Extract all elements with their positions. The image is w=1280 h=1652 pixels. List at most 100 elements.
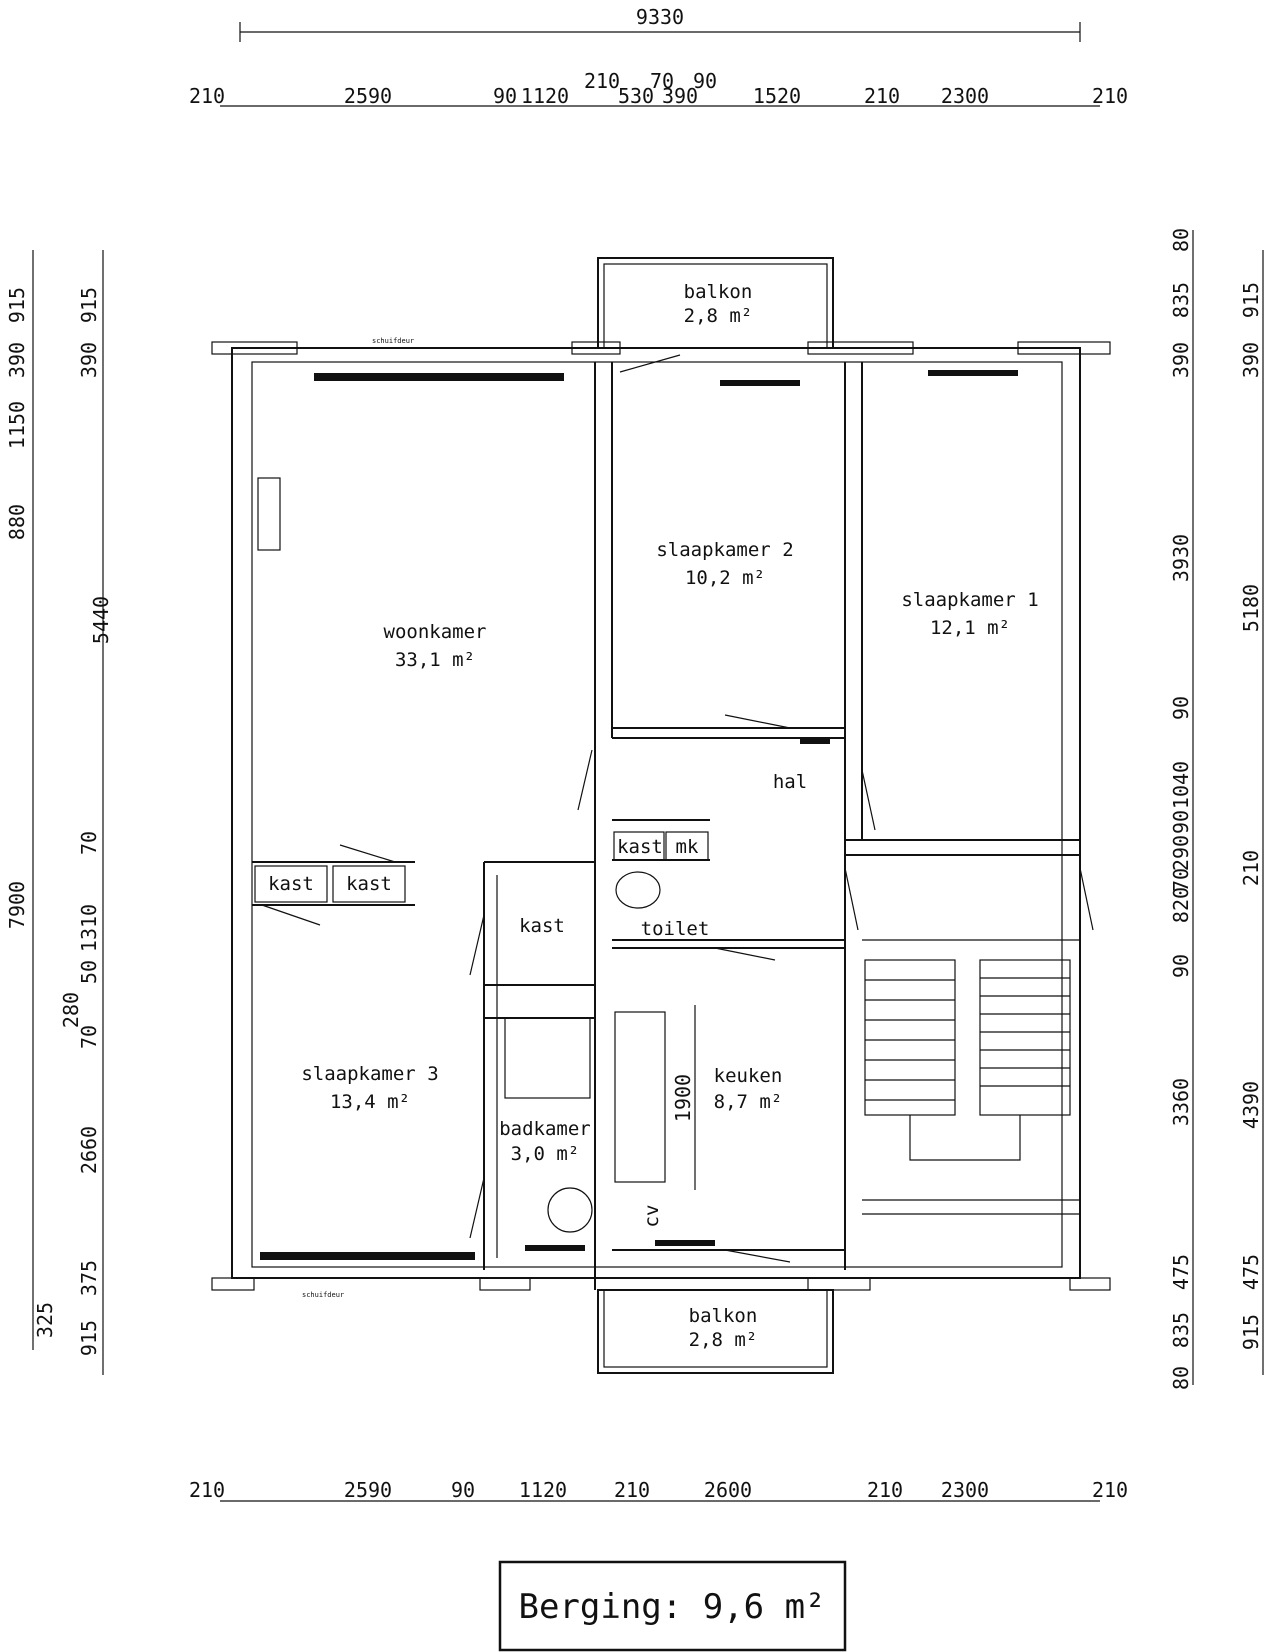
kitchen-counter xyxy=(614,1011,666,1183)
svg-text:210: 210 xyxy=(864,84,900,108)
balkon-top-area: 2,8 m² xyxy=(684,305,753,327)
bottom-dimension-chain: 210 2590 90 1120 210 2600 210 2300 210 xyxy=(189,1478,1128,1502)
svg-text:2590: 2590 xyxy=(344,84,392,108)
kast-label-3: kast xyxy=(617,836,663,858)
berging-box: Berging: 9,6 m² xyxy=(498,1560,847,1652)
svg-text:475: 475 xyxy=(1239,1254,1263,1290)
staircase xyxy=(864,959,1071,1161)
walls xyxy=(211,341,1111,1291)
windows: schuifdeur schuifdeur xyxy=(260,337,1018,1299)
svg-text:2600: 2600 xyxy=(704,1478,752,1502)
schuifdeur-bottom-label: schuifdeur xyxy=(302,1291,344,1299)
svg-text:7900: 7900 xyxy=(5,881,29,929)
slaapkamer2-area: 10,2 m² xyxy=(685,567,765,589)
svg-text:390: 390 xyxy=(1239,342,1263,378)
badkamer-name: badkamer xyxy=(499,1118,591,1140)
svg-text:390: 390 xyxy=(1169,342,1193,378)
svg-text:210: 210 xyxy=(1092,84,1128,108)
fixtures: 1900 xyxy=(257,477,696,1233)
kast-label-2: kast xyxy=(346,873,392,895)
svg-text:390: 390 xyxy=(77,342,101,378)
svg-text:375: 375 xyxy=(77,1260,101,1296)
ventilation-grille xyxy=(257,477,281,551)
cv-label: cv xyxy=(641,1205,663,1228)
svg-text:90: 90 xyxy=(693,69,717,93)
doors xyxy=(261,354,1094,1263)
svg-text:90: 90 xyxy=(451,1478,475,1502)
svg-text:475: 475 xyxy=(1169,1254,1193,1290)
svg-text:1120: 1120 xyxy=(519,1478,567,1502)
slaapkamer1-area: 12,1 m² xyxy=(930,617,1010,639)
svg-text:50: 50 xyxy=(77,960,101,984)
svg-text:80: 80 xyxy=(1169,228,1193,252)
svg-text:70: 70 xyxy=(77,831,101,855)
svg-text:820: 820 xyxy=(1169,887,1193,923)
svg-text:210: 210 xyxy=(867,1478,903,1502)
svg-text:210: 210 xyxy=(614,1478,650,1502)
svg-text:2300: 2300 xyxy=(941,84,989,108)
svg-text:70: 70 xyxy=(1169,868,1193,892)
svg-text:390: 390 xyxy=(5,342,29,378)
slaapkamer2-name: slaapkamer 2 xyxy=(656,539,793,561)
toilet-bowl xyxy=(615,871,661,909)
keuken-name: keuken xyxy=(714,1065,783,1087)
svg-text:4390: 4390 xyxy=(1239,1081,1263,1129)
kast-label-1: kast xyxy=(268,873,314,895)
svg-text:210: 210 xyxy=(1092,1478,1128,1502)
svg-text:90: 90 xyxy=(1169,696,1193,720)
svg-text:70: 70 xyxy=(77,1025,101,1049)
svg-text:90: 90 xyxy=(493,84,517,108)
svg-text:325: 325 xyxy=(33,1302,57,1338)
svg-text:915: 915 xyxy=(77,1320,101,1356)
keuken-area: 8,7 m² xyxy=(714,1091,783,1113)
schuifdeur-top-label: schuifdeur xyxy=(372,337,414,345)
svg-text:5440: 5440 xyxy=(89,596,113,644)
kitchen-dim-label: 1900 xyxy=(671,1074,695,1122)
svg-text:80: 80 xyxy=(1169,1366,1193,1390)
storage-boxes xyxy=(254,831,709,903)
badkamer-area: 3,0 m² xyxy=(511,1143,580,1165)
slaapkamer3-area: 13,4 m² xyxy=(330,1091,410,1113)
svg-text:210: 210 xyxy=(584,69,620,93)
balkon-bottom-name: balkon xyxy=(689,1305,758,1327)
svg-text:915: 915 xyxy=(5,287,29,323)
mk-label: mk xyxy=(676,836,699,858)
berging-label: Berging: 9,6 m² xyxy=(518,1587,825,1627)
svg-text:210: 210 xyxy=(189,84,225,108)
svg-text:70: 70 xyxy=(650,69,674,93)
svg-text:2660: 2660 xyxy=(77,1126,101,1174)
svg-text:5180: 5180 xyxy=(1239,584,1263,632)
washbasin xyxy=(547,1187,593,1233)
svg-text:1040: 1040 xyxy=(1169,761,1193,809)
toilet-label: toilet xyxy=(641,918,710,940)
shower-tray xyxy=(504,1017,591,1099)
svg-text:90: 90 xyxy=(1169,954,1193,978)
svg-text:1310: 1310 xyxy=(77,904,101,952)
svg-text:3360: 3360 xyxy=(1169,1078,1193,1126)
svg-text:1520: 1520 xyxy=(753,84,801,108)
svg-text:915: 915 xyxy=(77,287,101,323)
svg-text:915: 915 xyxy=(1239,1314,1263,1350)
right-inner-dimensions: 80 835 390 3930 90 1040 90 290 70 820 90… xyxy=(1169,228,1194,1390)
woonkamer-area: 33,1 m² xyxy=(395,649,475,671)
svg-text:530: 530 xyxy=(618,84,654,108)
svg-text:280: 280 xyxy=(59,992,83,1028)
kast-label-4: kast xyxy=(519,915,565,937)
woonkamer-name: woonkamer xyxy=(384,621,487,643)
balcony-bottom: balkon 2,8 m² xyxy=(597,1289,834,1374)
svg-text:290: 290 xyxy=(1169,835,1193,871)
left-inner-dimensions: 915 390 70 1310 50 280 70 2660 375 915 xyxy=(59,250,104,1375)
svg-text:915: 915 xyxy=(1239,282,1263,318)
slaapkamer3-name: slaapkamer 3 xyxy=(301,1063,438,1085)
svg-text:880: 880 xyxy=(5,504,29,540)
overall-dimension: 9330 xyxy=(239,5,1081,42)
balkon-bottom-area: 2,8 m² xyxy=(689,1329,758,1351)
slaapkamer1-name: slaapkamer 1 xyxy=(901,589,1038,611)
balkon-top-name: balkon xyxy=(684,281,753,303)
right-outer-dimensions: 915 390 5180 210 4390 475 915 xyxy=(1239,250,1264,1375)
svg-text:835: 835 xyxy=(1169,1312,1193,1348)
svg-text:390: 390 xyxy=(662,84,698,108)
svg-text:2590: 2590 xyxy=(344,1478,392,1502)
svg-text:1150: 1150 xyxy=(5,401,29,449)
